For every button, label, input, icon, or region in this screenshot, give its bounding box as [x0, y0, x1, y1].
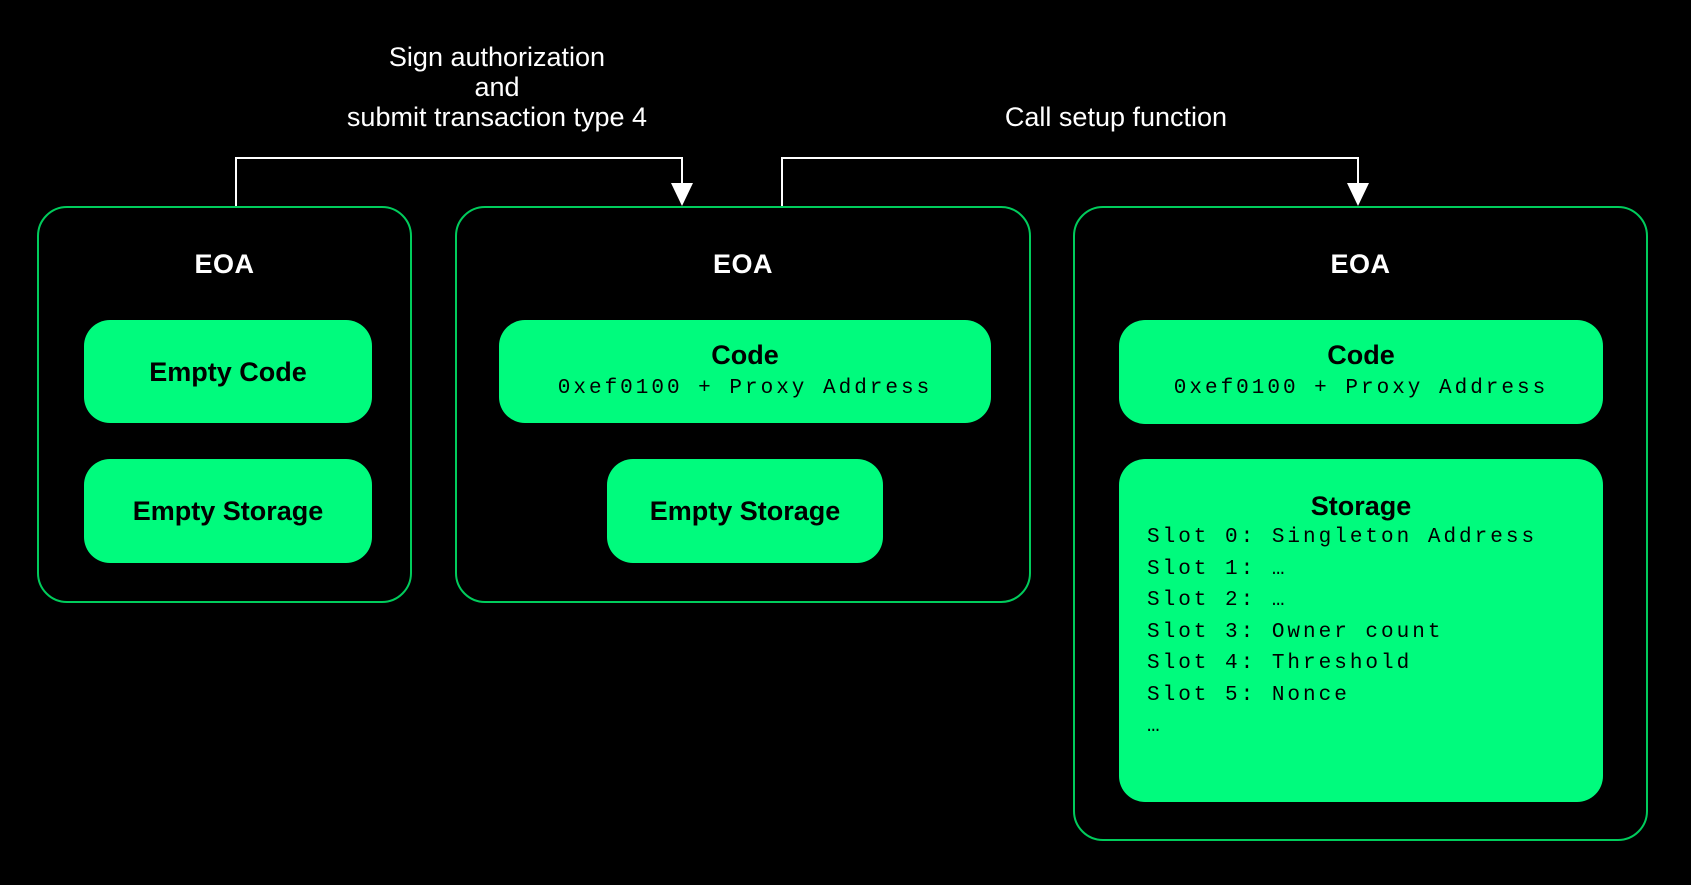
arrow1-arrowhead-icon — [671, 183, 693, 206]
arrow1-label-line1: Sign authorization — [388, 42, 606, 72]
empty-storage-pill: Empty Storage — [607, 459, 883, 563]
storage-slot-3: Slot 3: Owner count — [1147, 620, 1444, 644]
empty-storage-label: Empty Storage — [649, 496, 841, 526]
eoa-box-1: EOA Empty Code Empty Storage — [37, 206, 412, 603]
storage-slot-0: Slot 0: Singleton Address — [1147, 526, 1538, 549]
arrow1-label-line2: and — [474, 72, 520, 102]
eoa-box-1-title: EOA — [194, 249, 255, 279]
empty-storage-pill: Empty Storage — [84, 459, 372, 563]
eoa-box-3: EOA Code 0xef0100 + Proxy Address Storag… — [1073, 206, 1648, 841]
storage-slot-list: Slot 0: Singleton Address Slot 1: … Slot… — [1119, 522, 1603, 743]
arrow1-start-segment — [235, 157, 237, 207]
arrow1-end-segment — [681, 157, 683, 186]
arrow2-arrowhead-icon — [1347, 183, 1369, 206]
code-label: Code — [711, 339, 779, 370]
arrow2-end-segment — [1357, 157, 1359, 186]
eoa-box-2-title: EOA — [712, 249, 773, 279]
arrow2-horizontal-segment — [781, 157, 1359, 159]
storage-slot-1: Slot 1: … — [1147, 557, 1288, 581]
storage-slot-4: Slot 4: Threshold — [1147, 652, 1413, 675]
empty-code-label: Empty Code — [149, 356, 307, 387]
arrow2-label: Call setup function — [1004, 102, 1228, 132]
arrow1-horizontal-segment — [235, 157, 683, 159]
empty-code-pill: Empty Code — [84, 320, 372, 423]
code-pill: Code 0xef0100 + Proxy Address — [499, 320, 991, 423]
storage-slot-5: Slot 5: Nonce — [1147, 683, 1350, 707]
code-label: Code — [1327, 340, 1395, 370]
storage-slot-ellipsis: … — [1147, 715, 1163, 738]
empty-storage-label: Empty Storage — [132, 496, 324, 526]
storage-label: Storage — [1310, 491, 1412, 521]
code-value: 0xef0100 + Proxy Address — [557, 376, 933, 400]
code-value: 0xef0100 + Proxy Address — [1173, 377, 1549, 400]
arrow2-start-segment — [781, 157, 783, 207]
eoa-box-3-title: EOA — [1330, 249, 1391, 279]
eoa-box-2: EOA Code 0xef0100 + Proxy Address Empty … — [455, 206, 1031, 603]
code-pill: Code 0xef0100 + Proxy Address — [1119, 320, 1603, 424]
arrow1-label: Sign authorization and submit transactio… — [197, 42, 797, 132]
storage-slot-2: Slot 2: … — [1147, 589, 1288, 612]
arrow1-label-line3: submit transaction type 4 — [346, 102, 648, 132]
storage-pill: Storage Slot 0: Singleton Address Slot 1… — [1119, 459, 1603, 802]
